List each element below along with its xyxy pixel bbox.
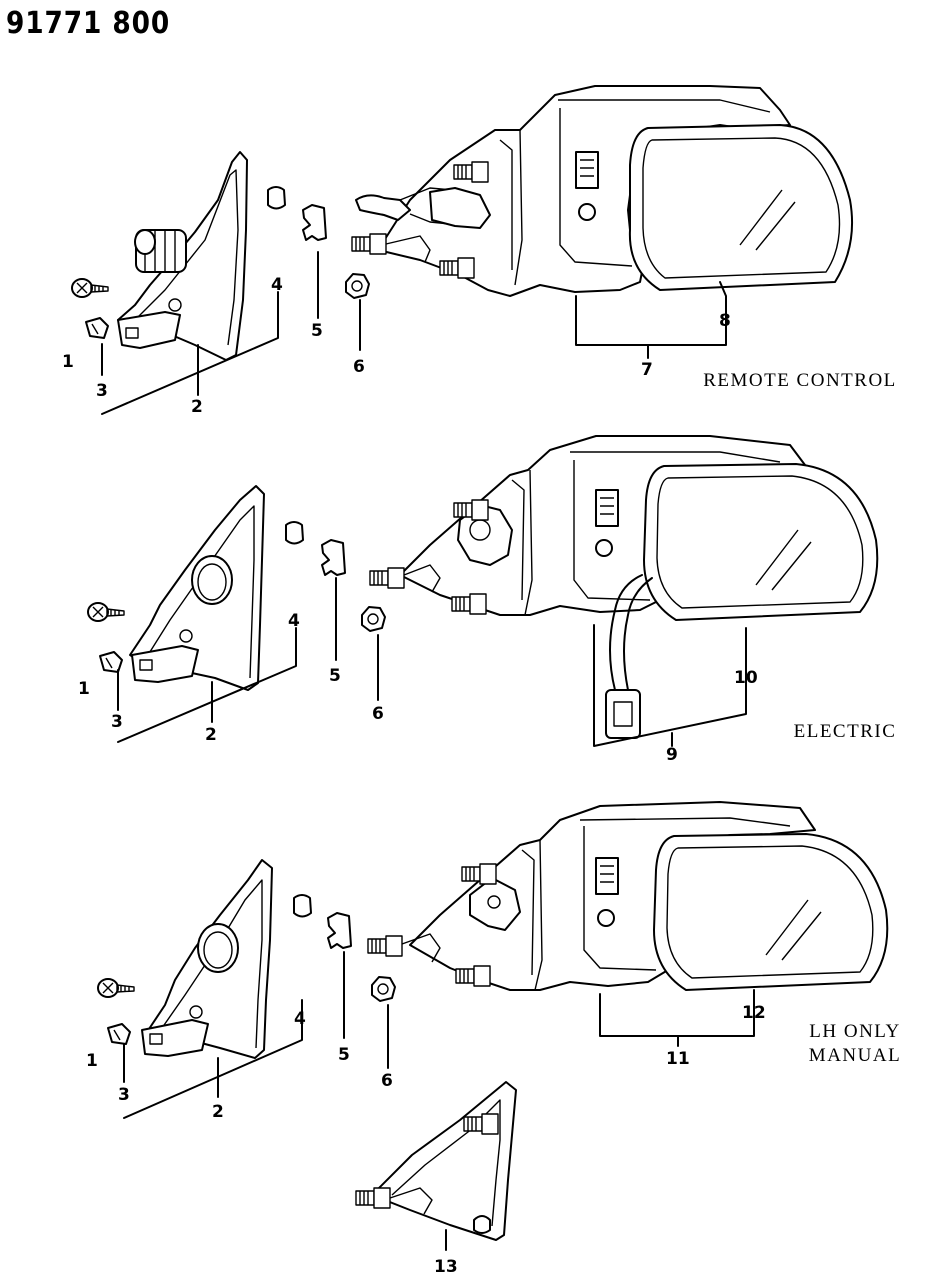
caption-electric: ELECTRIC	[793, 721, 897, 742]
callout-10: 10	[734, 668, 758, 688]
callout-6: 6	[381, 1071, 393, 1091]
callout-1: 1	[62, 352, 74, 372]
screw-1	[97, 978, 135, 998]
mirror-base-gasket	[117, 151, 248, 361]
callout-4: 4	[271, 275, 283, 295]
callout-1: 1	[86, 1051, 98, 1071]
callout-12: 12	[742, 1003, 766, 1023]
callout-13: 13	[434, 1257, 458, 1275]
callout-7: 7	[641, 360, 653, 380]
section-lh-only-manual	[97, 801, 889, 1251]
callout-9: 9	[666, 745, 678, 765]
callout-2: 2	[205, 725, 217, 745]
screw-1	[87, 602, 125, 622]
callout-5: 5	[311, 321, 323, 341]
callout-2: 2	[191, 397, 203, 417]
screw-1	[71, 278, 109, 298]
section-electric	[87, 435, 879, 747]
caption-remote-control: REMOTE CONTROL	[703, 370, 897, 391]
callout-11: 11	[666, 1049, 690, 1069]
remote-mirror-assembly	[351, 85, 854, 297]
caption-lh-only-manual: LH ONLY MANUAL	[808, 1021, 902, 1066]
document-id: 91771 800	[6, 6, 171, 41]
callout-6: 6	[372, 704, 384, 724]
manual-base-plate	[355, 1081, 517, 1241]
callout-4: 4	[294, 1009, 306, 1029]
callout-2: 2	[212, 1102, 224, 1122]
callout-5: 5	[338, 1045, 350, 1065]
electric-mirror-assembly	[369, 435, 879, 739]
callout-4: 4	[288, 611, 300, 631]
callout-8: 8	[719, 311, 731, 331]
callout-3: 3	[118, 1085, 130, 1105]
mirror-base-gasket	[129, 485, 265, 691]
callout-3: 3	[96, 381, 108, 401]
callout-5: 5	[329, 666, 341, 686]
manual-mirror-assembly	[367, 801, 889, 991]
callout-1: 1	[78, 679, 90, 699]
mirror-base-gasket	[141, 859, 273, 1059]
callout-3: 3	[111, 712, 123, 732]
callout-6: 6	[353, 357, 365, 377]
section-remote-control	[71, 85, 854, 415]
